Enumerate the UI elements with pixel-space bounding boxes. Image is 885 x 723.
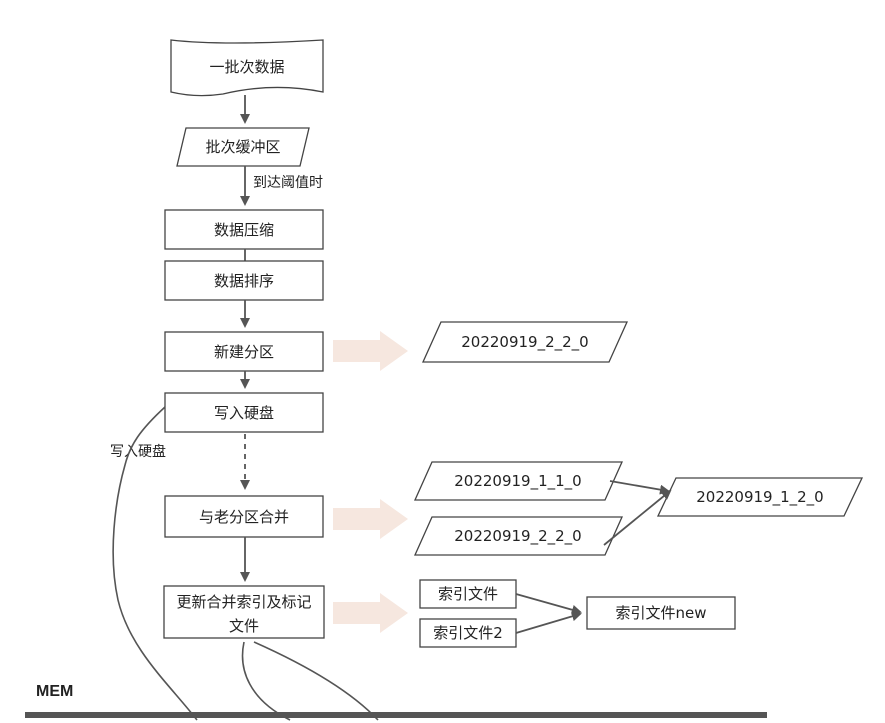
node-update-index-line2: 文件	[229, 617, 259, 635]
edge-index-b-result	[515, 611, 582, 634]
node-sort: 数据排序	[164, 260, 324, 301]
big-arrow-merge	[333, 499, 408, 539]
node-buffer-label: 批次缓冲区	[205, 138, 280, 156]
node-buffer: 批次缓冲区	[176, 127, 310, 167]
node-index-a-label: 索引文件	[438, 585, 498, 603]
node-write-disk-label: 写入硬盘	[214, 404, 274, 422]
node-source: 一批次数据	[170, 39, 324, 97]
node-merge-input-b-label: 20220919_2_2_0	[454, 527, 581, 546]
edge-label-threshold: 到达阈值时	[253, 175, 323, 191]
node-new-partition: 新建分区	[164, 331, 324, 372]
node-source-label: 一批次数据	[209, 58, 284, 76]
node-update-index: 更新合并索引及标记 文件	[163, 585, 325, 639]
node-compress-label: 数据压缩	[214, 221, 274, 239]
big-arrow-new-partition	[333, 331, 408, 371]
node-update-index-line1: 更新合并索引及标记	[176, 593, 311, 611]
node-index-b: 索引文件2	[419, 618, 517, 648]
node-merge-input-a-label: 20220919_1_1_0	[454, 472, 581, 491]
node-merge-input-a: 20220919_1_1_0	[413, 461, 624, 501]
node-compress: 数据压缩	[164, 209, 324, 250]
node-new-partition-result-label: 20220919_2_2_0	[461, 333, 588, 352]
node-merge-input-b: 20220919_2_2_0	[413, 516, 624, 556]
node-index-a: 索引文件	[419, 579, 517, 609]
node-merge: 与老分区合并	[164, 495, 324, 538]
curve-index-to-disk-1	[241, 641, 291, 721]
edge-index-a-result	[515, 593, 582, 615]
curve-write-disk	[112, 406, 198, 721]
node-new-partition-result: 20220919_2_2_0	[421, 321, 629, 363]
node-index-b-label: 索引文件2	[433, 624, 503, 642]
node-merge-result: 20220919_1_2_0	[656, 477, 864, 517]
node-write-disk: 写入硬盘	[164, 392, 324, 433]
node-sort-label: 数据排序	[214, 272, 274, 290]
node-merge-result-label: 20220919_1_2_0	[696, 488, 823, 507]
node-index-result-label: 索引文件new	[615, 604, 706, 622]
big-arrow-update-index	[333, 593, 408, 633]
curve-index-to-disk-2	[253, 641, 379, 721]
mem-label: MEM	[36, 683, 73, 700]
edge-merge-a-result	[609, 480, 670, 495]
node-new-partition-label: 新建分区	[214, 343, 274, 361]
edge-label-write-disk: 写入硬盘	[110, 443, 166, 460]
memory-boundary-bar	[25, 712, 767, 718]
node-index-result: 索引文件new	[586, 596, 736, 630]
edge-merge-b-result	[603, 489, 672, 546]
node-merge-label: 与老分区合并	[199, 508, 289, 526]
